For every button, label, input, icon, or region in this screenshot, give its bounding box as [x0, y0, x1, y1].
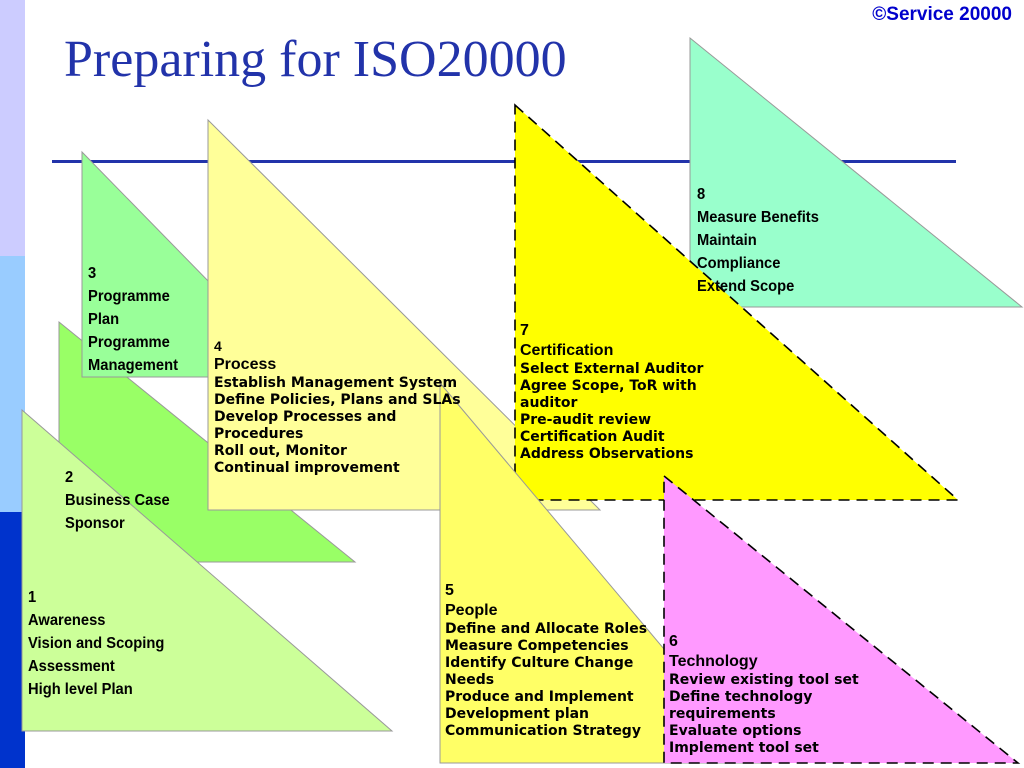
stage-line: Programme	[88, 334, 170, 351]
stage-line: requirements	[669, 706, 776, 722]
stage-8-triangle	[689, 36, 1024, 308]
stage-line: Establish Management System	[214, 375, 458, 391]
stage-3-text: 3 Programme Plan Programme Management	[88, 262, 178, 377]
stage-details: Select External Auditor Agree Scope, ToR…	[520, 361, 703, 463]
stage-number: 6	[669, 633, 678, 650]
stage-line: Define technology	[669, 689, 813, 705]
stage-1-triangle	[21, 408, 394, 732]
stage-4-triangle	[207, 118, 602, 511]
stage-line: Pre-audit review	[520, 412, 652, 428]
stage-7-triangle	[514, 103, 961, 501]
stage-number: 7	[520, 322, 529, 339]
stage-line: Certification Audit	[520, 429, 665, 445]
stage-number: 2	[65, 469, 74, 486]
stage-line: Management	[88, 357, 178, 374]
stage-6-triangle	[663, 474, 1021, 764]
stripe-bottom	[0, 512, 25, 768]
stage-line: Business Case	[65, 492, 170, 509]
title-underline	[52, 160, 956, 163]
side-stripes	[0, 0, 25, 768]
stage-line: Address Observations	[520, 446, 694, 462]
stage-title: People	[445, 602, 498, 619]
stripe-top	[0, 0, 25, 256]
stage-line: Communication Strategy	[445, 723, 641, 739]
stage-number: 3	[88, 265, 97, 282]
stage-line: Vision and Scoping	[28, 635, 165, 652]
stage-line: Continual improvement	[214, 460, 400, 476]
stage-line: auditor	[520, 395, 578, 411]
slide-title: Preparing for ISO20000	[64, 31, 567, 88]
stage-line: Measure Competencies	[445, 638, 629, 654]
stage-title: Technology	[669, 653, 758, 670]
stage-line: Select External Auditor	[520, 361, 704, 377]
stage-details: Establish Management System Define Polic…	[214, 375, 461, 477]
stage-line: Implement tool set	[669, 740, 819, 756]
stage-7-text: 7 Certification Select External Auditor …	[520, 321, 703, 463]
stage-line: High level Plan	[28, 681, 133, 698]
stage-line: Procedures	[214, 426, 304, 442]
stage-line: Measure Benefits	[697, 209, 819, 226]
stage-number: 1	[28, 589, 37, 606]
stage-number: 4	[214, 338, 222, 354]
stripe-middle	[0, 256, 25, 512]
stage-line: Agree Scope, ToR with	[520, 378, 697, 394]
stage-line: Define Policies, Plans and SLAs	[214, 392, 461, 408]
stage-line: Maintain	[697, 232, 757, 249]
stage-line: Needs	[445, 672, 495, 688]
stage-line: Develop Processes and	[214, 409, 397, 425]
stage-line: Programme	[88, 288, 170, 305]
stage-line: Assessment	[28, 658, 115, 675]
stage-5-text: 5 People Define and Allocate Roles Measu…	[445, 581, 647, 740]
copyright-label: ©Service 20000	[872, 4, 1012, 25]
stage-line: Review existing tool set	[669, 672, 859, 688]
stage-line: Roll out, Monitor	[214, 443, 347, 459]
stage-4-text: 4 Process Establish Management System De…	[214, 338, 461, 477]
stage-line: Extend Scope	[697, 278, 795, 295]
stage-number: 8	[697, 186, 706, 203]
stage-1-text: 1 Awareness Vision and Scoping Assessmen…	[28, 586, 164, 701]
stage-title: Process	[214, 356, 277, 373]
stage-line: Development plan	[445, 706, 590, 722]
stage-line: Identify Culture Change	[445, 655, 634, 671]
stage-line: Sponsor	[65, 515, 125, 532]
stage-details: Define and Allocate Roles Measure Compet…	[445, 621, 647, 740]
stage-line: Define and Allocate Roles	[445, 621, 648, 637]
stage-number: 5	[445, 582, 454, 599]
stage-2-text: 2 Business Case Sponsor	[65, 466, 170, 535]
stage-8-text: 8 Measure Benefits Maintain Compliance E…	[697, 183, 819, 298]
stage-line: Evaluate options	[669, 723, 802, 739]
stage-6-text: 6 Technology Review existing tool set De…	[669, 632, 859, 757]
stage-line: Compliance	[697, 255, 781, 272]
stage-details: Review existing tool set Define technolo…	[669, 672, 859, 757]
stage-title: Certification	[520, 342, 614, 359]
stage-line: Produce and Implement	[445, 689, 634, 705]
stage-line: Plan	[88, 311, 120, 328]
stage-line: Awareness	[28, 612, 106, 629]
